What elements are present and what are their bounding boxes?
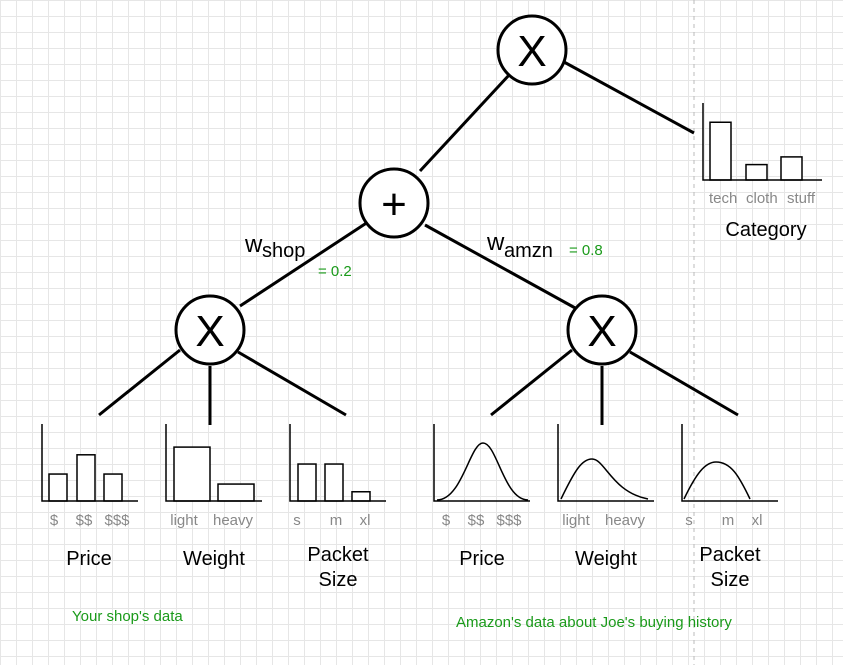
leaf-label: Weight [575,548,637,570]
sum-symbol: + [381,180,407,229]
weight-label-shop: w shop = 0.2 [244,231,352,280]
histogram-bar [103,473,123,502]
product-node-amzn: X [566,294,638,366]
weight-base: w [486,229,505,256]
edge-root-category [563,60,695,135]
product-symbol: X [517,27,546,76]
density-curve [683,461,751,500]
histogram-axes [702,103,822,181]
tick-label: s [685,512,693,529]
leaf-label: Packet [307,544,369,566]
leaf-label: Category [725,219,806,241]
amzn-price-density: $ $$ $$$ Price [433,424,530,570]
tick-label: m [722,512,735,529]
product-symbol: X [587,307,616,356]
histogram-bar [780,156,803,181]
histogram-axes [165,424,262,502]
histogram-bar [173,446,211,502]
histogram-bar [324,463,344,502]
shop-price-histogram: $ $$ $$$ Price [41,424,138,570]
amzn-packet-size-density: s m xl Packet Size [681,424,778,591]
leaf-label: Packet [699,544,761,566]
weight-label-amzn: w amzn = 0.8 [486,229,603,262]
edge-shop-packet [237,350,347,417]
weight-base: w [244,231,263,258]
edge-shop-price [98,348,181,417]
shop-data-caption: Your shop's data [72,608,183,625]
tick-label: heavy [213,512,254,529]
shop-packet-size-histogram: s m xl Packet Size [289,424,386,591]
density-curve [436,442,529,501]
product-node-shop: X [174,294,246,366]
sum-node: + [358,167,430,239]
edge-sum-amzn [424,223,578,311]
histogram-bars [173,446,255,502]
tick-label: $$$ [104,512,130,529]
tick-label: heavy [605,512,646,529]
histogram-bars [297,463,371,502]
tick-label: m [330,512,343,529]
shop-weight-histogram: light heavy Weight [165,424,262,570]
edge-amzn-price [490,348,573,417]
tick-label: $$ [468,512,485,529]
tick-label: cloth [746,190,778,207]
tick-label: xl [360,512,371,529]
histogram-bar [217,483,255,502]
leaf-label: Size [319,569,358,591]
tick-label: s [293,512,301,529]
tick-label: xl [752,512,763,529]
tick-label: stuff [787,190,816,207]
histogram-bar [709,121,732,181]
category-histogram: tech cloth stuff Category [702,103,822,241]
tick-label: tech [709,190,737,207]
histogram-bar [745,163,768,181]
edge-amzn-packet [629,350,739,417]
density-axes [557,424,654,502]
histogram-bars [709,121,803,181]
histogram-bar [351,491,371,502]
amzn-weight-density: light heavy Weight [557,424,654,570]
histogram-axes [289,424,386,502]
tick-label: $$$ [496,512,522,529]
density-axes [433,424,530,502]
histogram-bar [48,473,68,502]
weight-value: = 0.2 [318,263,352,280]
tick-label: light [562,512,590,529]
leaf-label: Price [66,548,112,570]
tree-edges [98,60,739,425]
weight-value: = 0.8 [569,242,603,259]
amazon-data-caption: Amazon's data about Joe's buying history [456,614,732,631]
tick-label: light [170,512,198,529]
density-curve [560,458,649,500]
leaf-label: Size [711,569,750,591]
weight-subscript: shop [262,240,305,262]
edge-sum-shop [239,220,369,308]
tick-label: $$ [76,512,93,529]
product-symbol: X [195,307,224,356]
edge-root-sum [418,72,512,173]
tick-label: $ [50,512,59,529]
density-axes [681,424,778,502]
leaf-label: Weight [183,548,245,570]
weight-subscript: amzn [504,240,553,262]
histogram-bar [297,463,317,502]
histogram-bars [48,454,123,502]
tick-label: $ [442,512,451,529]
leaf-label: Price [459,548,505,570]
histogram-bar [76,454,96,502]
histogram-axes [41,424,138,502]
product-node-root: X [496,14,568,86]
